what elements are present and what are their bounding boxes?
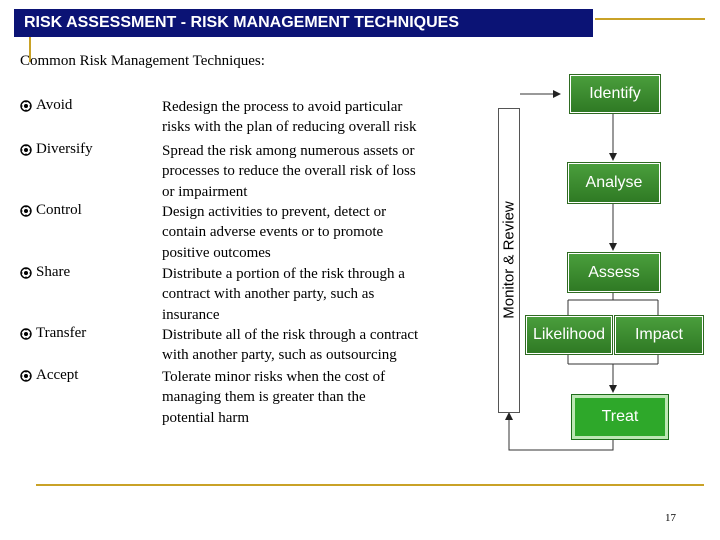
gear-bullet-icon [20, 143, 32, 156]
technique-name: Share [36, 264, 71, 280]
technique-control: Control [20, 202, 82, 219]
technique-name: Transfer [36, 325, 87, 341]
subtitle: Common Risk Management Techniques: [20, 53, 265, 69]
slide-title: RISK ASSESSMENT - RISK MANAGEMENT TECHNI… [24, 14, 459, 31]
technique-description: Distribute a portion of the risk through… [162, 266, 405, 323]
monitor-review-label: Monitor & Review [500, 201, 518, 319]
monitor-review-bar [498, 108, 520, 413]
step-analyse: Analyse [568, 163, 660, 203]
technique-description: Spread the risk among numerous assets or… [162, 143, 416, 200]
step-likelihood: Likelihood [526, 316, 612, 354]
accent-line-top [595, 18, 705, 20]
footer-divider [36, 484, 704, 486]
step-assess: Assess [568, 253, 660, 292]
page-number: 17 [665, 512, 676, 524]
step-impact: Impact [615, 316, 703, 354]
technique-name: Control [36, 202, 82, 218]
gear-bullet-icon [20, 266, 32, 279]
technique-description: Distribute all of the risk through a con… [162, 327, 419, 364]
gear-bullet-icon [20, 204, 32, 217]
technique-avoid: Avoid [20, 97, 72, 114]
accent-line-vertical [29, 37, 31, 62]
technique-share: Share [20, 264, 70, 281]
gear-bullet-icon [20, 327, 32, 340]
technique-description: Redesign the process to avoid particular… [162, 99, 417, 136]
technique-diversify: Diversify [20, 141, 93, 158]
gear-bullet-icon [20, 369, 32, 382]
technique-description: Design activities to prevent, detect or … [162, 204, 387, 261]
technique-name: Avoid [36, 97, 73, 113]
gear-bullet-icon [20, 99, 32, 112]
title-bar [14, 9, 593, 37]
technique-accept: Accept [20, 367, 78, 384]
technique-name: Diversify [36, 141, 93, 157]
technique-description: Tolerate minor risks when the cost of ma… [162, 369, 386, 426]
technique-transfer: Transfer [20, 325, 86, 342]
step-treat: Treat [572, 395, 668, 439]
step-identify: Identify [570, 75, 660, 113]
technique-name: Accept [36, 367, 79, 383]
